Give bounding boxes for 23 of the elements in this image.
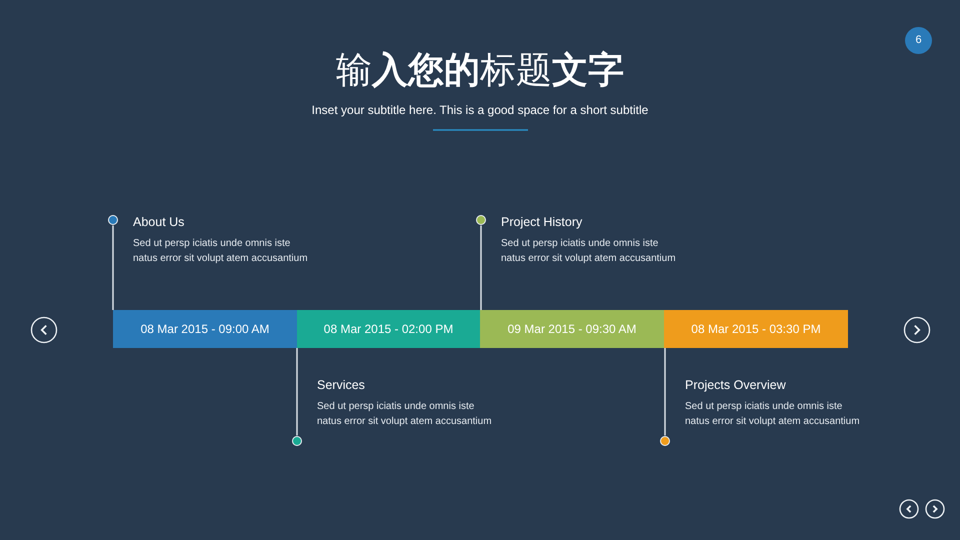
date-bar: 08 Mar 2015 - 09:00 AM: [113, 310, 297, 348]
event-description: Sed ut persp iciatis unde omnis iste natus error sit volupt atem accusantium: [133, 237, 309, 266]
timeline-dot: [292, 436, 302, 446]
event-title: About Us: [133, 215, 186, 229]
connector-line: [296, 348, 298, 436]
timeline-dot: [660, 436, 670, 446]
event-description: Sed ut persp iciatis unde omnis iste natus error sit volupt atem accusantium: [501, 237, 677, 266]
event-description: Sed ut persp iciatis unde omnis iste natus error sit volupt atem accusantium: [317, 400, 493, 429]
connector-line: [480, 226, 482, 310]
event-title: Projects Overview: [685, 378, 787, 392]
date-bar: 09 Mar 2015 - 09:30 AM: [480, 310, 664, 348]
title: 输入您的标题文字: [335, 48, 625, 92]
event-description: Sed ut persp iciatis unde omnis iste natus error sit volupt atem accusantium: [685, 400, 861, 429]
connector-line: [664, 348, 666, 436]
date-bar: 08 Mar 2015 - 03:30 PM: [664, 310, 848, 348]
date-bar: 08 Mar 2015 - 02:00 PM: [297, 310, 480, 348]
page-number-badge: 6: [905, 27, 932, 54]
timeline-dot: [108, 214, 118, 224]
subtitle: Inset your subtitle here. This is a good space for a short subtitle: [310, 102, 650, 118]
event-title: Project History: [501, 215, 584, 229]
connector-line: [112, 226, 114, 310]
timeline-dot: [476, 214, 486, 224]
event-title: Services: [317, 378, 366, 392]
